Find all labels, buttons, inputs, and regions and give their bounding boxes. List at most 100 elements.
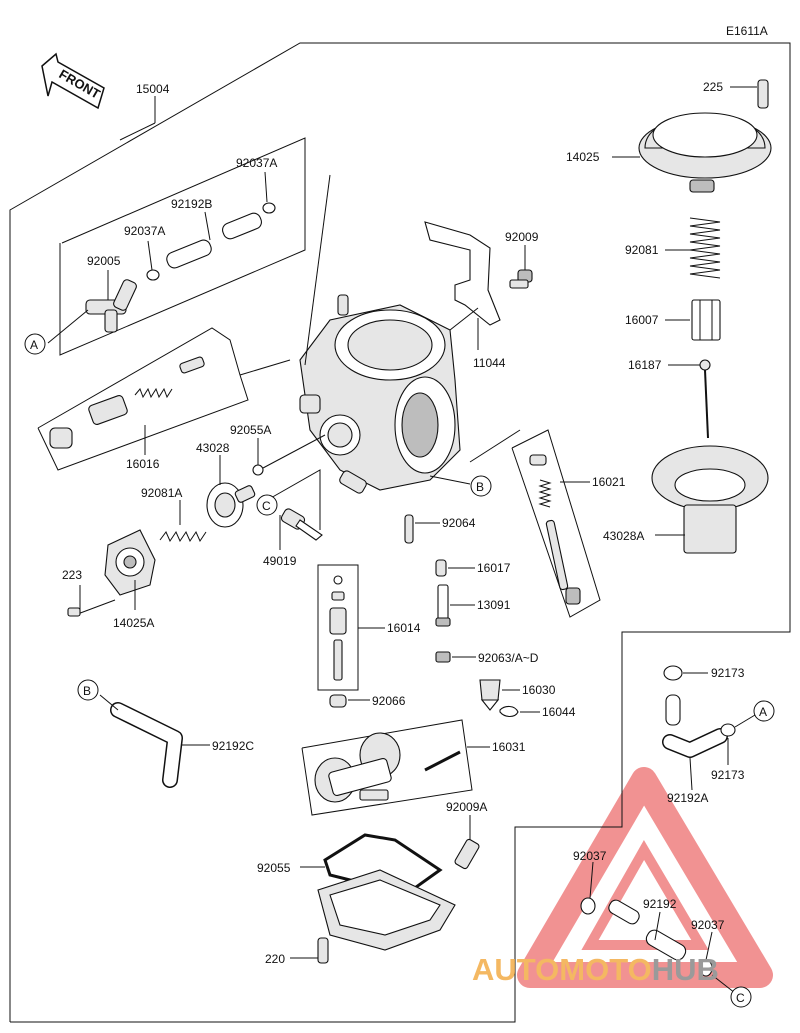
clip-92037A-mid xyxy=(146,269,160,281)
label-220: 220 xyxy=(265,952,285,966)
assembly-frame xyxy=(9,42,791,1023)
float-16031 xyxy=(314,732,401,803)
callout-b-mid: B xyxy=(470,475,492,497)
needle-clip-16187 xyxy=(699,359,711,371)
label-92037A-top: 92037A xyxy=(236,156,277,170)
screw-223 xyxy=(67,607,81,617)
hose-92192B-a xyxy=(166,239,212,269)
label-16017: 16017 xyxy=(477,561,511,575)
screw-92009A xyxy=(454,838,480,870)
svg-text:A: A xyxy=(759,705,767,719)
watermark-logo xyxy=(517,767,773,988)
watermark-text-part1: AUTOMOTO xyxy=(472,952,652,987)
t-fitting-92005 xyxy=(85,279,137,333)
clip-92037A-top xyxy=(262,202,276,214)
label-225: 225 xyxy=(703,80,723,94)
label-92005: 92005 xyxy=(87,254,121,268)
label-92081A: 92081A xyxy=(141,486,182,500)
oring-92055A xyxy=(252,464,264,476)
spring-92081A xyxy=(159,530,207,543)
kit-frame-16031 xyxy=(301,719,473,816)
cover-14025A xyxy=(104,529,156,596)
label-92037-right: 92037 xyxy=(573,849,607,863)
label-16031: 16031 xyxy=(492,740,526,754)
needle-16021 xyxy=(545,519,569,591)
label-16014: 16014 xyxy=(387,621,421,635)
screw-220 xyxy=(317,937,329,964)
watermark-text-part2: HUB xyxy=(652,952,719,987)
screw-225 xyxy=(757,79,769,109)
gasket-92055 xyxy=(323,833,443,897)
hose-92192A-a xyxy=(665,694,681,726)
clip-92173-top xyxy=(663,665,683,681)
diaphragm-43028 xyxy=(206,482,256,528)
label-49019: 49019 xyxy=(263,554,297,568)
label-15004: 15004 xyxy=(136,82,170,96)
label-92192A: 92192A xyxy=(667,791,708,805)
label-92009: 92009 xyxy=(505,230,539,244)
label-92192B: 92192B xyxy=(171,197,212,211)
watermark-text: AUTOMOTOHUB xyxy=(472,952,719,987)
holder-16007 xyxy=(691,299,721,341)
label-92173-bot: 92173 xyxy=(711,768,745,782)
screw-92064 xyxy=(404,514,414,544)
label-14025: 14025 xyxy=(566,150,600,164)
svg-text:C: C xyxy=(736,991,745,1005)
needle-16016 xyxy=(179,356,205,374)
jet-49019 xyxy=(280,508,323,541)
cap-92066 xyxy=(329,694,347,708)
hose-92192-a xyxy=(608,899,640,925)
svg-text:B: B xyxy=(83,684,91,698)
washer-16021 xyxy=(529,454,547,466)
diagram-id: E1611A xyxy=(726,24,768,38)
callout-c-mid: C xyxy=(256,494,278,516)
kit-frame-16021 xyxy=(511,429,601,618)
label-92064: 92064 xyxy=(442,516,476,530)
front-arrow-icon xyxy=(41,52,105,110)
clip-92037-right xyxy=(580,897,596,915)
svg-text:B: B xyxy=(476,480,484,494)
front-arrow: FRONT xyxy=(41,52,105,110)
label-92063: 92063/A~D xyxy=(478,651,539,665)
label-13091: 13091 xyxy=(477,598,511,612)
svg-text:A: A xyxy=(30,338,38,352)
cap-14025 xyxy=(638,112,772,193)
label-92037-bottom: 92037 xyxy=(691,918,725,932)
label-92055A: 92055A xyxy=(230,423,271,437)
hose-92192-b xyxy=(645,929,687,961)
spring-16021 xyxy=(538,479,552,508)
carburetor-body xyxy=(299,294,461,494)
callout-a-left: A xyxy=(24,333,46,355)
kit-frame-top xyxy=(59,137,306,356)
label-92192C: 92192C xyxy=(212,739,254,753)
label-16187: 16187 xyxy=(628,358,662,372)
jet-92063 xyxy=(435,651,451,663)
jet-16017 xyxy=(435,559,447,577)
label-43028A: 43028A xyxy=(603,529,644,543)
label-223: 223 xyxy=(62,568,82,582)
callout-c-bottom: C xyxy=(730,986,752,1008)
label-16021: 16021 xyxy=(592,475,626,489)
label-92081: 92081 xyxy=(625,243,659,257)
label-92066: 92066 xyxy=(372,694,406,708)
label-92055: 92055 xyxy=(257,861,291,875)
label-92173-top: 92173 xyxy=(711,666,745,680)
label-92009A: 92009A xyxy=(446,800,487,814)
svg-text:C: C xyxy=(262,499,271,513)
needle-16187 xyxy=(704,369,709,439)
screw-16016 xyxy=(88,395,128,425)
callout-b-left: B xyxy=(77,679,99,701)
watermark-triangle xyxy=(517,767,773,988)
label-16030: 16030 xyxy=(522,683,556,697)
float-bowl xyxy=(317,869,456,951)
label-11044: 11044 xyxy=(473,356,506,370)
tube-13091 xyxy=(437,584,449,621)
label-92037A-mid: 92037A xyxy=(124,224,165,238)
label-16016: 16016 xyxy=(126,457,160,471)
spring-92081 xyxy=(689,217,721,279)
label-43028: 43028 xyxy=(196,441,230,455)
slide-43028A xyxy=(651,445,769,554)
screw-92009 xyxy=(509,269,533,289)
pin-16031 xyxy=(424,750,461,772)
